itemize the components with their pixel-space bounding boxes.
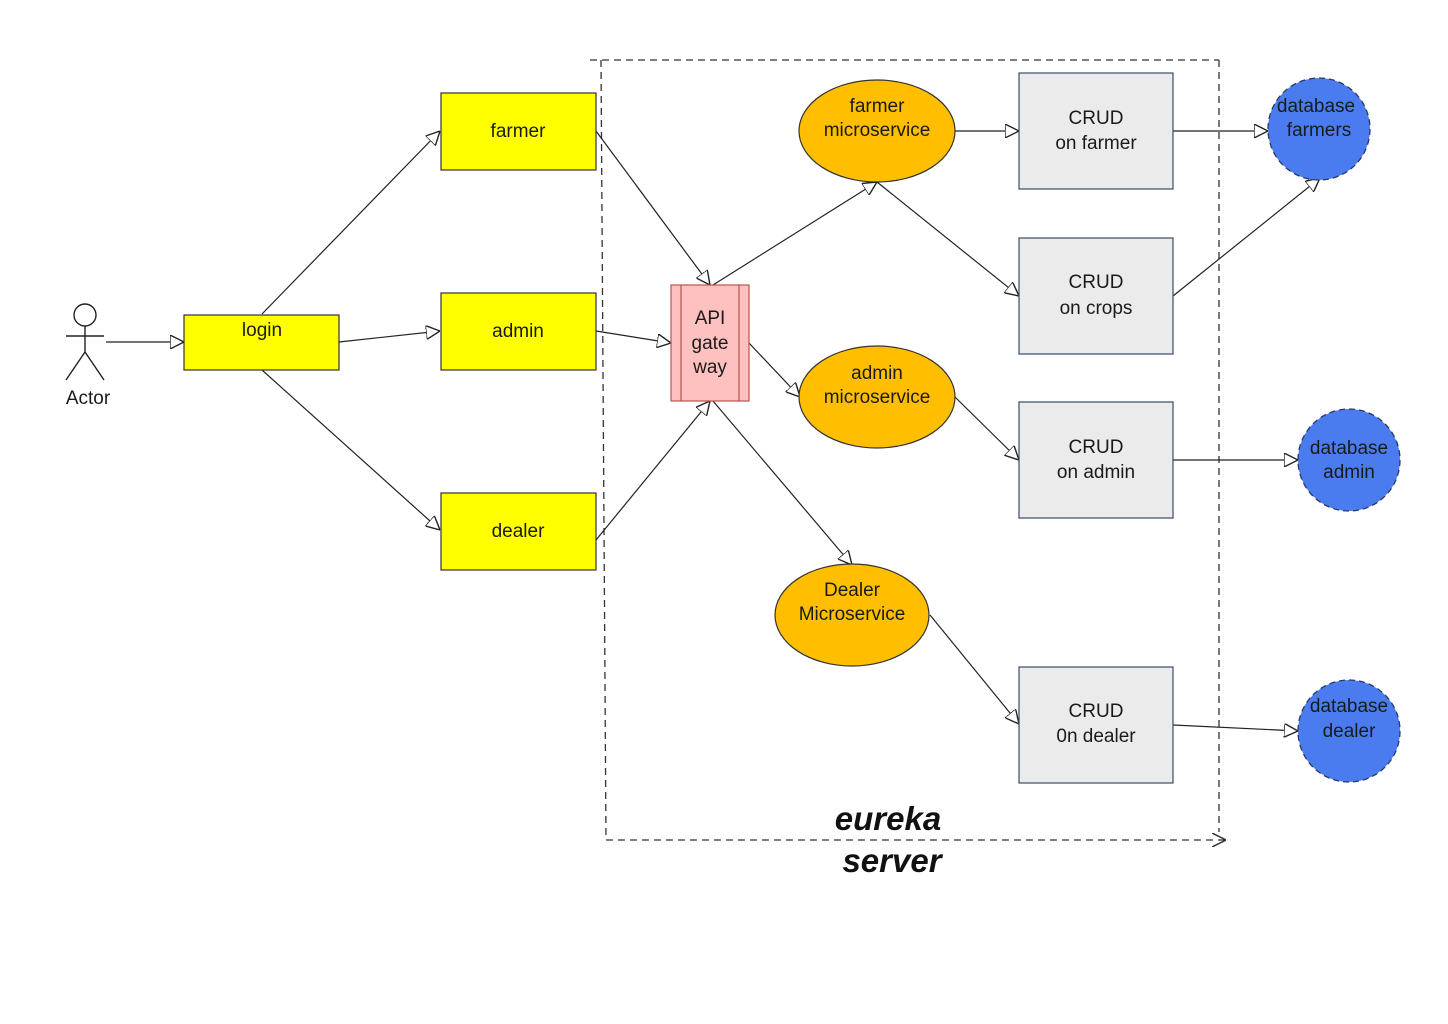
- crud-farmer-box[interactable]: CRUD on farmer: [1018, 72, 1174, 190]
- edge-login-admin: [338, 331, 440, 343]
- db-admin-label-1: database: [1310, 438, 1388, 459]
- api-gateway-label-2: gate: [692, 333, 729, 354]
- dealer-microservice-node[interactable]: Dealer Microservice: [774, 563, 930, 667]
- edges: [106, 131, 1320, 731]
- eureka-server-boundary: [590, 59, 1226, 840]
- edge-login-dealer: [261, 369, 440, 530]
- eureka-server-title-1: eureka: [835, 800, 941, 837]
- admin-ms-label-2: microservice: [824, 387, 931, 408]
- edge-dealer-ms-crud-dealer: [929, 614, 1019, 724]
- edge-admin-ms-crud-admin: [954, 396, 1019, 460]
- db-farmers-label-1: database: [1277, 96, 1355, 117]
- admin-box[interactable]: admin: [440, 292, 597, 371]
- admin-label: admin: [492, 321, 544, 342]
- dealer-ms-label-2: Microservice: [799, 604, 906, 625]
- login-box[interactable]: login: [183, 314, 340, 371]
- crud-admin-label-2: on admin: [1057, 462, 1135, 483]
- edge-gateway-admin-ms: [748, 342, 800, 397]
- actor-figure: [65, 303, 105, 381]
- eureka-server-title-2: server: [842, 842, 943, 879]
- crud-dealer-label-2: 0n dealer: [1056, 726, 1136, 747]
- crud-dealer-box[interactable]: CRUD 0n dealer: [1018, 666, 1174, 784]
- admin-microservice-node[interactable]: admin microservice: [798, 345, 956, 449]
- edge-farmer-ms-crud-crops: [876, 181, 1019, 296]
- edge-login-farmer: [261, 131, 440, 315]
- crud-admin-label-1: CRUD: [1069, 437, 1124, 458]
- farmer-ms-label-2: microservice: [824, 120, 931, 141]
- farmer-microservice-node[interactable]: farmer microservice: [798, 79, 956, 183]
- db-farmers-label-2: farmers: [1287, 120, 1351, 141]
- edge-farmer-gateway: [595, 130, 710, 285]
- crud-crops-label-2: on crops: [1060, 298, 1133, 319]
- crud-farmer-label-1: CRUD: [1069, 108, 1124, 129]
- actor-label: Actor: [66, 388, 111, 409]
- crud-crops-label-1: CRUD: [1069, 272, 1124, 293]
- api-gateway-label-3: way: [692, 357, 727, 378]
- database-dealer-node[interactable]: database dealer: [1297, 679, 1401, 783]
- crud-crops-box[interactable]: CRUD on crops: [1018, 237, 1174, 355]
- dealer-ms-label-1: Dealer: [824, 580, 881, 601]
- edge-crud-dealer-db: [1172, 725, 1298, 731]
- db-dealer-label-2: dealer: [1323, 721, 1376, 742]
- edge-gateway-farmer-ms: [712, 182, 877, 286]
- farmer-label: farmer: [491, 121, 547, 142]
- db-admin-label-2: admin: [1323, 462, 1375, 483]
- admin-ms-label-1: admin: [851, 363, 903, 384]
- login-label: login: [242, 320, 282, 341]
- crud-admin-box[interactable]: CRUD on admin: [1018, 401, 1174, 519]
- db-dealer-label-1: database: [1310, 696, 1388, 717]
- dealer-label: dealer: [492, 521, 545, 542]
- farmer-ms-label-1: farmer: [850, 96, 906, 117]
- crud-farmer-label-2: on farmer: [1055, 133, 1137, 154]
- crud-dealer-label-1: CRUD: [1069, 701, 1124, 722]
- api-gateway-box[interactable]: API gate way: [670, 284, 750, 402]
- database-farmers-node[interactable]: database farmers: [1267, 77, 1371, 181]
- farmer-box[interactable]: farmer: [440, 92, 597, 171]
- edge-dealer-gateway: [595, 401, 710, 541]
- dealer-box[interactable]: dealer: [440, 492, 597, 571]
- edge-admin-gateway: [595, 330, 671, 343]
- edge-gateway-dealer-ms: [712, 400, 852, 565]
- api-gateway-label-1: API: [695, 308, 726, 329]
- actor-head-icon: [73, 303, 97, 327]
- database-admin-node[interactable]: database admin: [1297, 408, 1401, 512]
- edge-crud-crops-db: [1172, 178, 1320, 297]
